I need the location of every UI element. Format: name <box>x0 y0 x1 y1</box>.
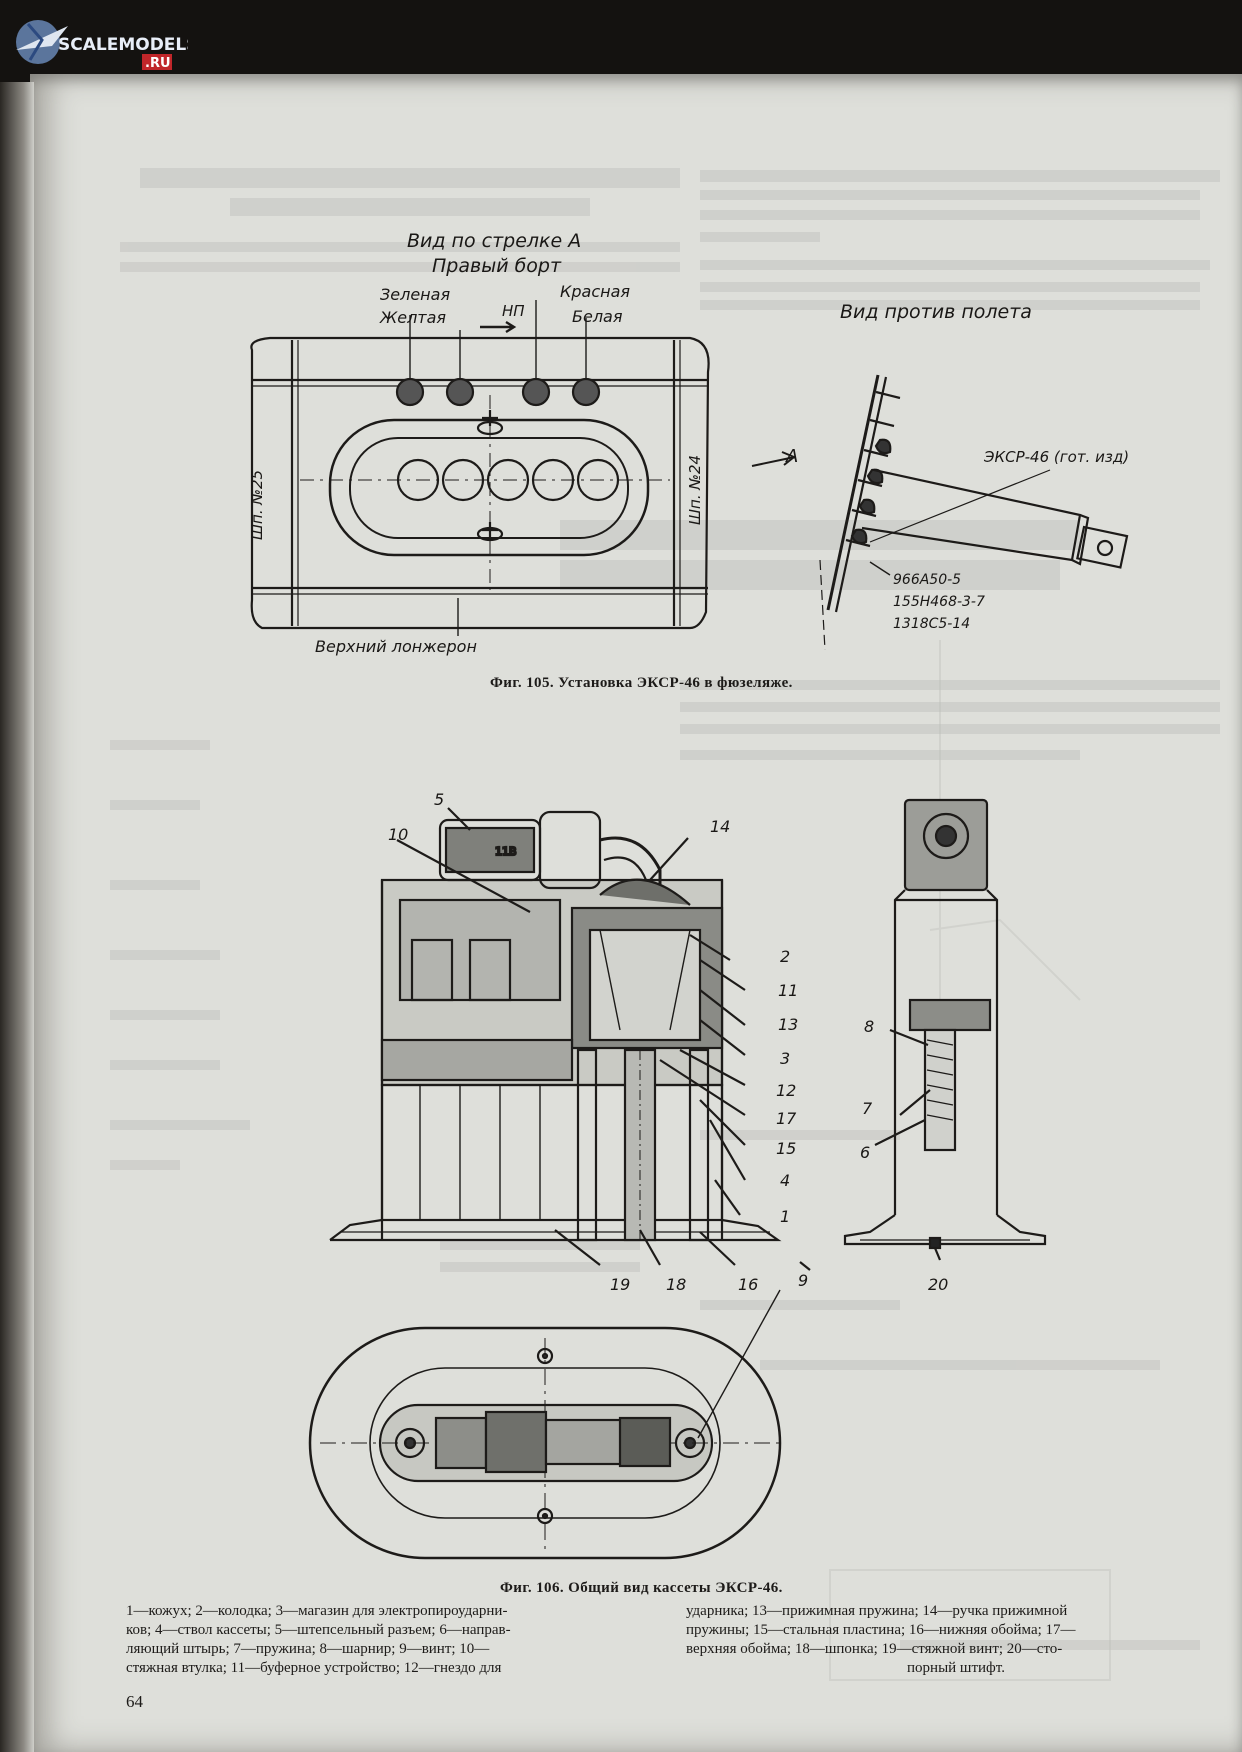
callout-20: 20 <box>928 1275 948 1294</box>
legend-line: порный штифт. <box>907 1660 1005 1676</box>
label-green: Зеленая <box>380 285 450 304</box>
page-number: 64 <box>126 1692 143 1711</box>
callout-5: 5 <box>434 790 444 809</box>
callout-6: 6 <box>860 1143 870 1162</box>
fig105-title-line1: Вид по стрелке А <box>407 230 581 252</box>
fig105-title-line2: Правый борт <box>432 255 562 277</box>
label-red: Красная <box>560 282 630 301</box>
fig106-caption: Фиг. 106. Общий вид кассеты ЭКСР-46. <box>500 1580 783 1596</box>
callout-4: 4 <box>780 1171 790 1190</box>
fig105-caption: Фиг. 105. Установка ЭКСР-46 в фюзеляже. <box>490 675 793 691</box>
callout-15: 15 <box>776 1139 796 1158</box>
arrow-a-label: А <box>785 446 798 467</box>
label-np: НП <box>502 302 525 320</box>
callout-3: 3 <box>780 1049 790 1068</box>
callout-1: 1 <box>780 1207 790 1226</box>
view-against-flight: Вид против полета <box>840 301 1032 323</box>
part-number-3: 1318С5-14 <box>893 616 970 632</box>
callout-16: 16 <box>738 1275 758 1294</box>
callout-19: 19 <box>610 1275 630 1294</box>
callout-2: 2 <box>780 947 790 966</box>
label-frame-25: Шп. №25 <box>248 470 266 540</box>
legend-line: ков; 4—ствол кассеты; 5—штепсельный разъ… <box>126 1622 511 1638</box>
logo-text: SCALEMODELS <box>58 35 188 55</box>
callout-10: 10 <box>388 825 408 844</box>
part-number-1: 966А50-5 <box>893 572 961 588</box>
callout-14: 14 <box>710 817 730 836</box>
part-number-2: 155Н468-3-7 <box>893 594 985 610</box>
legend-line: ударника; 13—прижимная пружина; 14—ручка… <box>686 1603 1068 1619</box>
label-frame-24: Шп. №24 <box>686 455 704 525</box>
scalemodels-logo: SCALEMODELS .RU <box>16 20 188 71</box>
legend-line: 1—кожух; 2—колодка; 3—магазин для электр… <box>126 1603 508 1619</box>
legend-line: верхняя обойма; 18—шпонка; 19—стяжной ви… <box>686 1641 1063 1657</box>
legend-line: пружины; 15—стальная пластина; 16—нижняя… <box>686 1622 1076 1638</box>
callout-12: 12 <box>776 1081 796 1100</box>
scan-background <box>0 0 1242 82</box>
book-gutter <box>0 82 34 1752</box>
ekcr-label: ЭКСР-46 (гот. изд) <box>983 448 1129 466</box>
callout-9: 9 <box>798 1271 808 1290</box>
callout-17: 17 <box>776 1109 797 1128</box>
label-yellow: Желтая <box>379 308 446 327</box>
legend-line: ляющий штырь; 7—пружина; 8—шарнир; 9—вин… <box>126 1641 490 1657</box>
legend-line: стяжная втулка; 11—буферное устройство; … <box>126 1660 502 1676</box>
callout-18: 18 <box>666 1275 686 1294</box>
callout-11: 11 <box>778 981 798 1000</box>
callout-7: 7 <box>862 1099 873 1118</box>
label-longeron: Верхний лонжерон <box>315 637 477 656</box>
label-white: Белая <box>572 307 623 326</box>
legend-right: ударника; 13—прижимная пружина; 14—ручка… <box>686 1602 1226 1678</box>
svg-text:11В: 11В <box>495 845 517 858</box>
callout-8: 8 <box>864 1017 874 1036</box>
logo-text-ru: .RU <box>145 56 171 71</box>
legend-left: 1—кожух; 2—колодка; 3—магазин для электр… <box>126 1602 656 1678</box>
callout-13: 13 <box>778 1015 798 1034</box>
